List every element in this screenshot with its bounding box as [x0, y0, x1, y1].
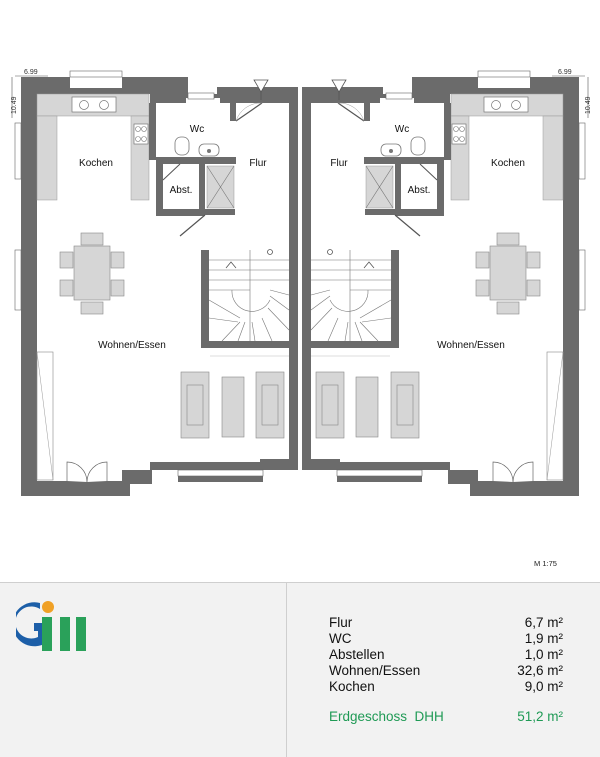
total-label: Erdgeschoss DHH: [329, 709, 444, 724]
area-label: Kochen: [329, 679, 375, 694]
area-total-row: Erdgeschoss DHH 51,2 m²: [329, 709, 563, 724]
area-row: Wohnen/Essen 32,6 m²: [329, 663, 563, 679]
area-value: 1,9 m²: [524, 631, 563, 646]
dim-depth-right: 10.49: [585, 96, 592, 114]
logo-bar-3: [76, 617, 86, 651]
area-row: Abstellen 1,0 m²: [329, 647, 563, 663]
dim-depth-left: 10.49: [11, 96, 18, 114]
label-wc-right: Wc: [395, 124, 409, 135]
company-logo: [16, 601, 86, 651]
label-kochen-left: Kochen: [79, 158, 113, 169]
label-wohnen-right: Wohnen/Essen: [437, 340, 505, 351]
area-table: Flur 6,7 m² WC 1,9 m² Abstellen 1,0 m² W…: [329, 615, 563, 695]
floor-plan: Kochen Wc Flur Abst. Wohnen/Essen Kochen…: [11, 69, 592, 497]
logo-bar-2: [60, 617, 70, 651]
area-value: 1,0 m²: [524, 647, 563, 662]
area-row: Flur 6,7 m²: [329, 615, 563, 631]
area-label: Wohnen/Essen: [329, 663, 421, 678]
label-wc-left: Wc: [190, 124, 204, 135]
area-value: 9,0 m²: [524, 679, 563, 694]
label-flur-left: Flur: [249, 158, 267, 169]
label-kochen-right: Kochen: [491, 158, 525, 169]
area-label: Flur: [329, 615, 353, 630]
dim-width-left: 6.99: [24, 69, 38, 76]
area-row: Kochen 9,0 m²: [329, 679, 563, 695]
dim-width-right: 6.99: [558, 69, 572, 76]
panel-divider: [286, 583, 287, 757]
area-label: WC: [329, 631, 352, 646]
label-flur-right: Flur: [330, 158, 348, 169]
scale-label: M 1:75: [534, 559, 557, 568]
area-value: 32,6 m²: [517, 663, 563, 678]
area-label: Abstellen: [329, 647, 385, 662]
label-wohnen-left: Wohnen/Essen: [98, 340, 166, 351]
logo-dot: [42, 601, 54, 613]
area-row: WC 1,9 m²: [329, 631, 563, 647]
label-abst-right: Abst.: [408, 185, 431, 196]
area-value: 6,7 m²: [524, 615, 563, 630]
house-right: [301, 70, 589, 497]
house-left: [11, 70, 299, 497]
logo-g-shape: [16, 602, 46, 647]
info-panel: Flur 6,7 m² WC 1,9 m² Abstellen 1,0 m² W…: [0, 582, 600, 757]
total-value: 51,2 m²: [517, 709, 563, 724]
label-abst-left: Abst.: [170, 185, 193, 196]
logo-bar-1: [42, 617, 52, 651]
